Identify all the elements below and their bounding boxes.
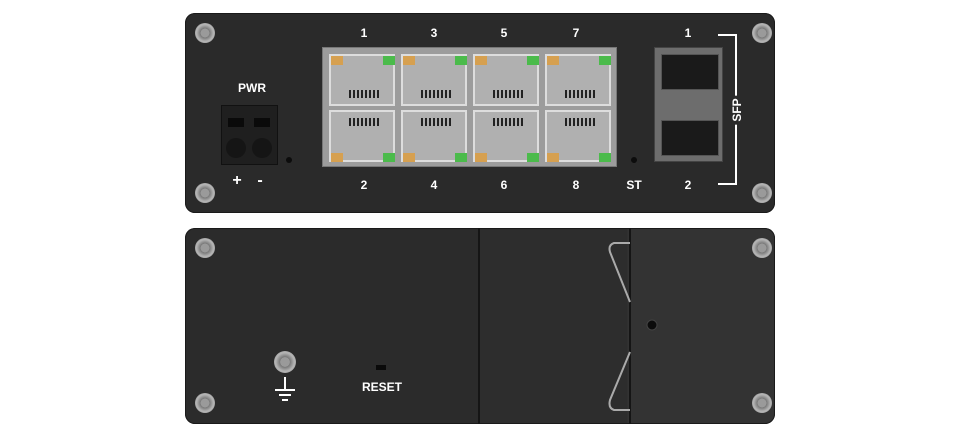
port-number-label: 8 [572,178,580,192]
ground-screw-icon [274,351,296,373]
ethernet-port-block [322,47,617,167]
port-number-label: 4 [430,178,438,192]
terminal-slot [228,118,244,127]
port-pins [565,118,595,126]
screw-icon [195,238,215,258]
port-pins [349,90,379,98]
sfp-port-1-label: 1 [684,26,692,40]
port-number-label: 2 [360,178,368,192]
sfp-label: SFP [730,95,744,125]
reset-label: RESET [361,380,403,394]
green-led [383,153,395,162]
green-led [383,56,395,65]
panel-divider [629,228,631,424]
screw-icon [195,23,215,43]
sfp-port-1[interactable] [661,54,719,90]
screw-icon [195,183,215,203]
port-pins [349,118,379,126]
ethernet-port-5[interactable] [473,54,539,106]
port-pins [493,90,523,98]
power-terminal-block[interactable] [221,105,278,165]
mount-hole [647,320,657,330]
port-pins [565,90,595,98]
ground-icon [275,377,295,401]
port-number-label: 1 [360,26,368,40]
screw-icon [752,23,772,43]
port-number-label: 6 [500,178,508,192]
ethernet-port-3[interactable] [401,54,467,106]
panel-divider [478,228,480,424]
minus-label: - [257,172,263,189]
green-led [455,56,467,65]
ethernet-port-7[interactable] [545,54,611,106]
terminal-slot [254,118,270,127]
amber-led [475,153,487,162]
din-rail-clip-icon [608,242,631,411]
ethernet-port-4[interactable] [401,110,467,162]
power-led [286,157,292,163]
port-pins [421,118,451,126]
terminal-hole [252,138,272,158]
green-led [599,153,611,162]
green-led [455,153,467,162]
green-led [527,153,539,162]
port-pins [421,90,451,98]
back-panel [185,228,775,424]
port-number-label: 3 [430,26,438,40]
amber-led [331,153,343,162]
plus-label: + [232,172,242,189]
ethernet-port-8[interactable] [545,110,611,162]
pwr-label: PWR [238,81,266,95]
ethernet-port-1[interactable] [329,54,395,106]
port-number-label: 7 [572,26,580,40]
green-led [599,56,611,65]
status-led [631,157,637,163]
sfp-port-2[interactable] [661,120,719,156]
amber-led [547,56,559,65]
reset-button[interactable] [376,365,386,370]
ethernet-port-6[interactable] [473,110,539,162]
port-number-label: 5 [500,26,508,40]
screw-icon [195,393,215,413]
screw-icon [752,393,772,413]
screw-icon [752,238,772,258]
green-led [527,56,539,65]
amber-led [475,56,487,65]
amber-led [403,56,415,65]
sfp-cage [654,47,723,162]
amber-led [331,56,343,65]
terminal-hole [226,138,246,158]
port-pins [493,118,523,126]
amber-led [547,153,559,162]
sfp-port-2-label: 2 [684,178,692,192]
amber-led [403,153,415,162]
screw-icon [752,183,772,203]
status-label: ST [626,178,642,192]
ethernet-port-2[interactable] [329,110,395,162]
